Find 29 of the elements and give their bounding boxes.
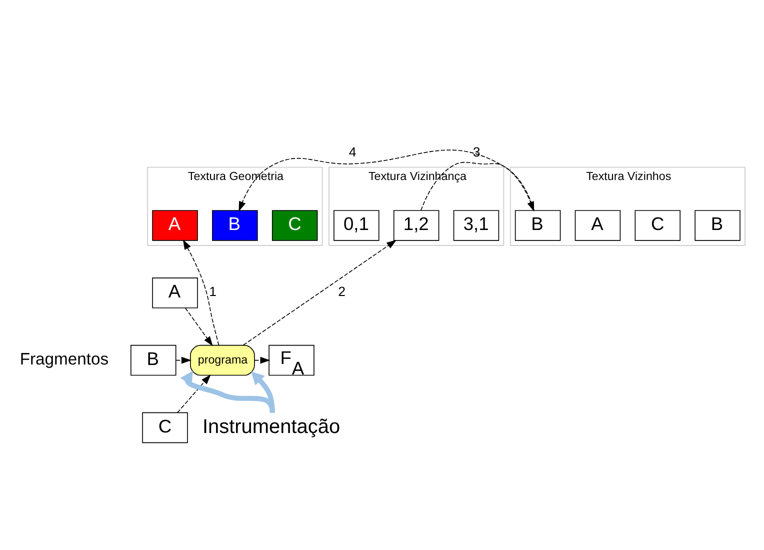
node-box: C	[634, 210, 681, 241]
node-box: A	[574, 210, 621, 241]
edge-label: 1	[209, 284, 217, 300]
node-box: B	[130, 344, 176, 376]
node-box: B	[514, 210, 561, 241]
arrow	[180, 370, 275, 413]
node-box: 1,2	[393, 210, 440, 241]
arrow	[177, 374, 211, 414]
node-box: B	[212, 210, 258, 241]
node-box: 0,1	[334, 210, 380, 241]
arrow	[254, 356, 270, 364]
edge-label: 4	[348, 144, 356, 160]
arrow	[238, 150, 534, 212]
arrow	[242, 240, 397, 346]
node-box: programa	[190, 344, 255, 376]
arrow	[184, 308, 213, 346]
arrow	[420, 162, 534, 212]
node-box: A	[152, 278, 198, 308]
arrow	[176, 356, 192, 364]
node-box: C	[272, 210, 318, 241]
node-box: A	[152, 210, 198, 241]
node-box: B	[694, 210, 740, 241]
arrow	[251, 371, 275, 413]
arrow	[182, 239, 220, 346]
node-box: C	[142, 412, 188, 444]
node-text: Instrumentação	[202, 416, 340, 438]
label: Fragmentos	[20, 349, 109, 368]
edge-label: 2	[338, 284, 346, 300]
node-box: 3,1	[453, 210, 500, 241]
